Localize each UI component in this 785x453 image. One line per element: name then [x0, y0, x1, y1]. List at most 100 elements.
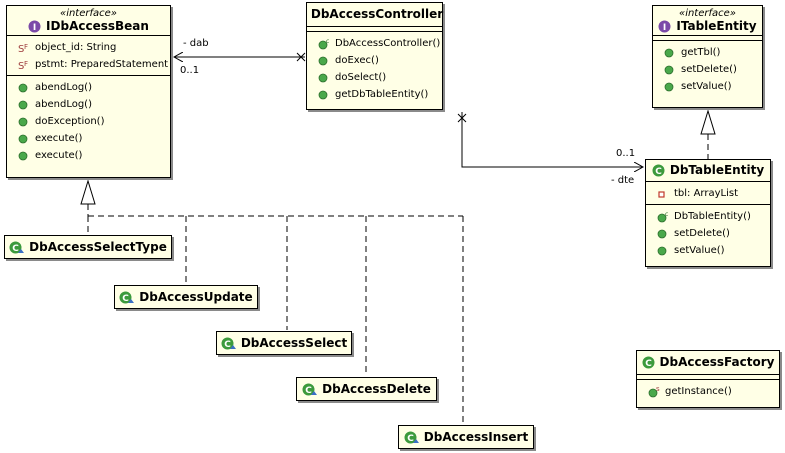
- svg-text:C: C: [305, 386, 312, 396]
- attribute-compartment: [307, 26, 442, 31]
- svg-text:I: I: [663, 23, 666, 33]
- svg-text:C: C: [407, 434, 414, 444]
- class-with-inheritance-icon: C: [119, 291, 135, 304]
- constructor-icon: c: [657, 211, 668, 222]
- public-method-icon: [318, 56, 328, 65]
- svg-text:c: c: [326, 38, 329, 45]
- public-method-icon: [318, 90, 328, 99]
- svg-text:S: S: [18, 61, 24, 72]
- class-name: DbAccessFactory: [659, 355, 775, 369]
- public-method-icon: [18, 134, 28, 143]
- interface-i-icon: I: [658, 20, 671, 33]
- operation-row[interactable]: setValue(): [646, 242, 770, 259]
- operation-row[interactable]: abendLog(): [7, 79, 170, 96]
- svg-text:I: I: [33, 23, 36, 33]
- public-method-icon: [657, 229, 667, 238]
- public-method-icon: [664, 48, 674, 57]
- constructor-icon: c: [318, 38, 329, 49]
- public-method-icon: [664, 65, 674, 74]
- class-with-inheritance-icon: C: [302, 383, 318, 396]
- public-method-icon: [318, 73, 328, 82]
- class-with-inheritance-icon: C: [9, 241, 25, 254]
- operation-row[interactable]: doExec(): [307, 52, 442, 69]
- operation-row[interactable]: doSelect(): [307, 69, 442, 86]
- class-header: «interface» I ITableEntity: [653, 6, 762, 35]
- association-dte-line: [461, 112, 643, 167]
- class-name: DbAccessInsert: [423, 430, 529, 444]
- class-name: DbAccessDelete: [322, 382, 431, 396]
- operation-row[interactable]: abendLog(): [7, 96, 170, 113]
- operation-row[interactable]: setDelete(): [646, 225, 770, 242]
- svg-text:F: F: [24, 43, 28, 51]
- stereotype-label: «interface»: [60, 8, 117, 19]
- stereotype-label: «interface»: [679, 8, 736, 19]
- class-header: C DbTableEntity: [646, 160, 770, 181]
- association-dte-x-mark: [457, 113, 467, 123]
- association-dab-role: - dab: [183, 38, 209, 49]
- svg-text:s: s: [656, 385, 660, 393]
- class-dbaccessinsert[interactable]: C DbAccessInsert: [398, 425, 534, 449]
- class-name: IDbAccessBean: [46, 19, 149, 33]
- association-dte-role: - dte: [611, 175, 635, 186]
- public-method-icon: [18, 117, 28, 126]
- operation-compartment: getTbl() setDelete() setValue(): [653, 40, 762, 97]
- class-dbaccessselect[interactable]: C DbAccessSelect: [216, 331, 352, 355]
- class-header: «interface» I IDbAccessBean: [7, 6, 170, 35]
- operation-row[interactable]: setValue(): [653, 78, 762, 95]
- operation-row[interactable]: doException(): [7, 113, 170, 130]
- private-field-icon: [658, 190, 665, 198]
- class-c-icon: C: [652, 164, 665, 177]
- public-method-icon: [18, 83, 28, 92]
- realization-itableentity-arrowhead: [700, 109, 716, 135]
- public-method-icon: [18, 100, 28, 109]
- svg-text:c: c: [665, 211, 668, 218]
- class-dbaccessdelete[interactable]: C DbAccessDelete: [296, 377, 437, 401]
- operation-row[interactable]: execute(): [7, 147, 170, 164]
- class-dbaccesscontroller[interactable]: C DbAccessController cDbAccessController…: [306, 2, 443, 110]
- svg-text:C: C: [655, 167, 662, 177]
- operation-compartment: abendLog() abendLog() doException() exec…: [7, 75, 170, 166]
- class-dbaccessselecttype[interactable]: C DbAccessSelectType: [4, 235, 172, 259]
- operation-row[interactable]: getTbl(): [653, 44, 762, 61]
- class-name: DbTableEntity: [669, 163, 765, 177]
- svg-text:C: C: [122, 294, 129, 304]
- association-dab-multiplicity: 0..1: [180, 65, 200, 76]
- operation-row[interactable]: execute(): [7, 130, 170, 147]
- public-method-icon: [18, 151, 28, 160]
- class-name: DbAccessSelectType: [29, 240, 167, 254]
- attribute-compartment: tbl: ArrayList: [646, 181, 770, 204]
- class-name: ITableEntity: [676, 19, 757, 33]
- class-name: DbAccessSelect: [240, 336, 348, 350]
- class-name: DbAccessController: [310, 7, 444, 21]
- public-method-icon: [657, 246, 667, 255]
- svg-text:F: F: [24, 60, 28, 68]
- association-dte-multiplicity: 0..1: [616, 148, 636, 159]
- operation-row[interactable]: getDbTableEntity(): [307, 86, 442, 103]
- class-with-inheritance-icon: C: [221, 337, 236, 350]
- class-itableentity[interactable]: «interface» I ITableEntity getTbl() setD…: [652, 5, 763, 108]
- association-dab-x-mark: [296, 52, 306, 62]
- operation-row[interactable]: setDelete(): [653, 61, 762, 78]
- static-method-icon: s: [648, 385, 660, 397]
- attribute-compartment: [653, 35, 762, 40]
- attribute-compartment: [637, 374, 779, 379]
- class-name: DbAccessUpdate: [139, 290, 253, 304]
- class-dbaccessupdate[interactable]: C DbAccessUpdate: [114, 285, 258, 309]
- class-c-icon: C: [642, 356, 655, 369]
- attribute-row[interactable]: tbl: ArrayList: [646, 185, 770, 202]
- realization-idbaccessbean-arrowhead: [80, 179, 96, 205]
